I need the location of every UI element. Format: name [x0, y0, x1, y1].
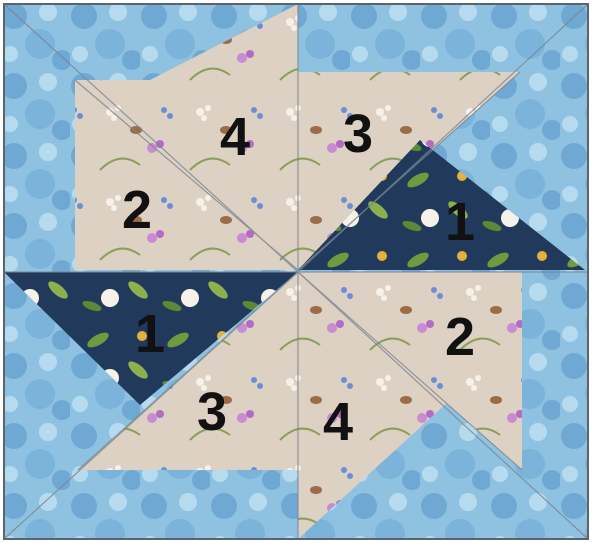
label-bottom-left-lower: 3	[197, 382, 227, 442]
label-bottom-right-lower: 4	[323, 392, 353, 452]
label-bottom-left-upper: 1	[135, 304, 165, 364]
label-top-left-lower: 2	[122, 180, 152, 240]
label-top-right-lower: 1	[445, 192, 475, 252]
label-bottom-right-upper: 2	[445, 307, 475, 367]
label-top-right-upper: 3	[343, 104, 373, 164]
label-top-left-upper: 4	[220, 107, 250, 167]
